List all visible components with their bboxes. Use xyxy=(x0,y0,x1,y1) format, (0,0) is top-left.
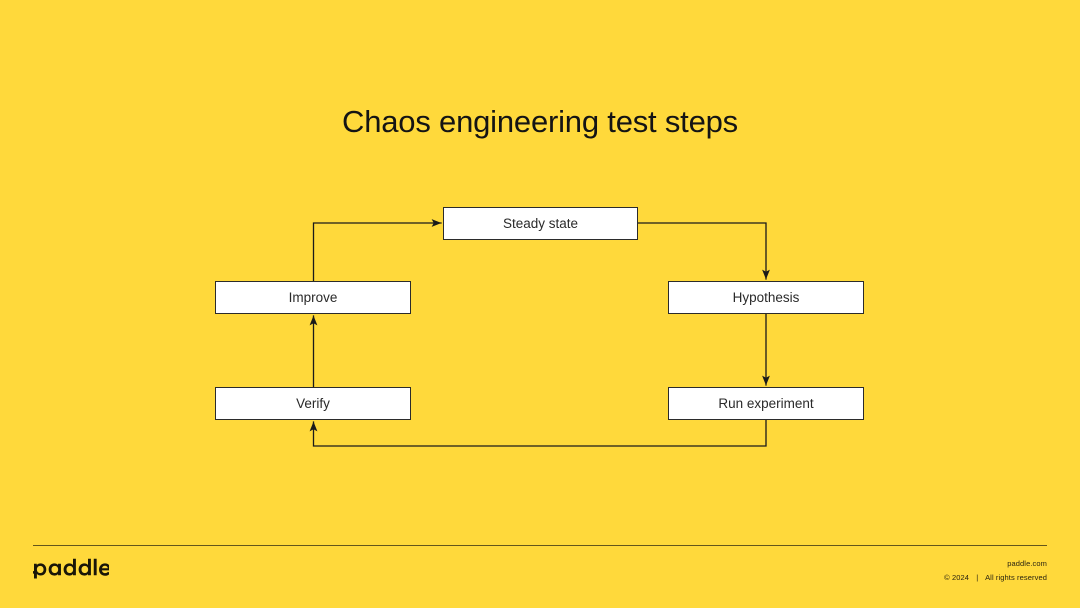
paddle-logo xyxy=(33,557,109,579)
edge-steady-state-to-hypothesis xyxy=(637,222,770,280)
edge-run-experiment-to-verify xyxy=(309,419,767,447)
flow-node-improve[interactable]: Improve xyxy=(215,281,411,314)
flow-node-label: Hypothesis xyxy=(732,289,800,305)
paddle-wordmark-icon xyxy=(33,558,109,578)
footer-copyright: © 2024 xyxy=(944,573,970,582)
footer-legal: © 2024 | All rights reserved xyxy=(944,572,1047,583)
flow-node-verify[interactable]: Verify xyxy=(215,387,411,420)
flow-node-label: Improve xyxy=(288,289,338,305)
flow-node-label: Run experiment xyxy=(718,395,814,411)
footer-separator: | xyxy=(976,573,979,582)
footer-meta: paddle.com © 2024 | All rights reserved xyxy=(944,558,1047,583)
flow-node-hypothesis[interactable]: Hypothesis xyxy=(668,281,864,314)
footer-site-link[interactable]: paddle.com xyxy=(1007,559,1047,568)
footer-rights: All rights reserved xyxy=(985,573,1047,582)
edge-improve-to-steady-state xyxy=(312,219,442,282)
footer-divider xyxy=(33,545,1047,546)
flow-node-run-experiment[interactable]: Run experiment xyxy=(668,387,864,420)
flow-node-steady-state[interactable]: Steady state xyxy=(443,207,638,240)
flow-node-label: Steady state xyxy=(502,215,579,231)
page-title: Chaos engineering test steps xyxy=(342,104,738,139)
flow-node-label: Verify xyxy=(296,395,330,411)
